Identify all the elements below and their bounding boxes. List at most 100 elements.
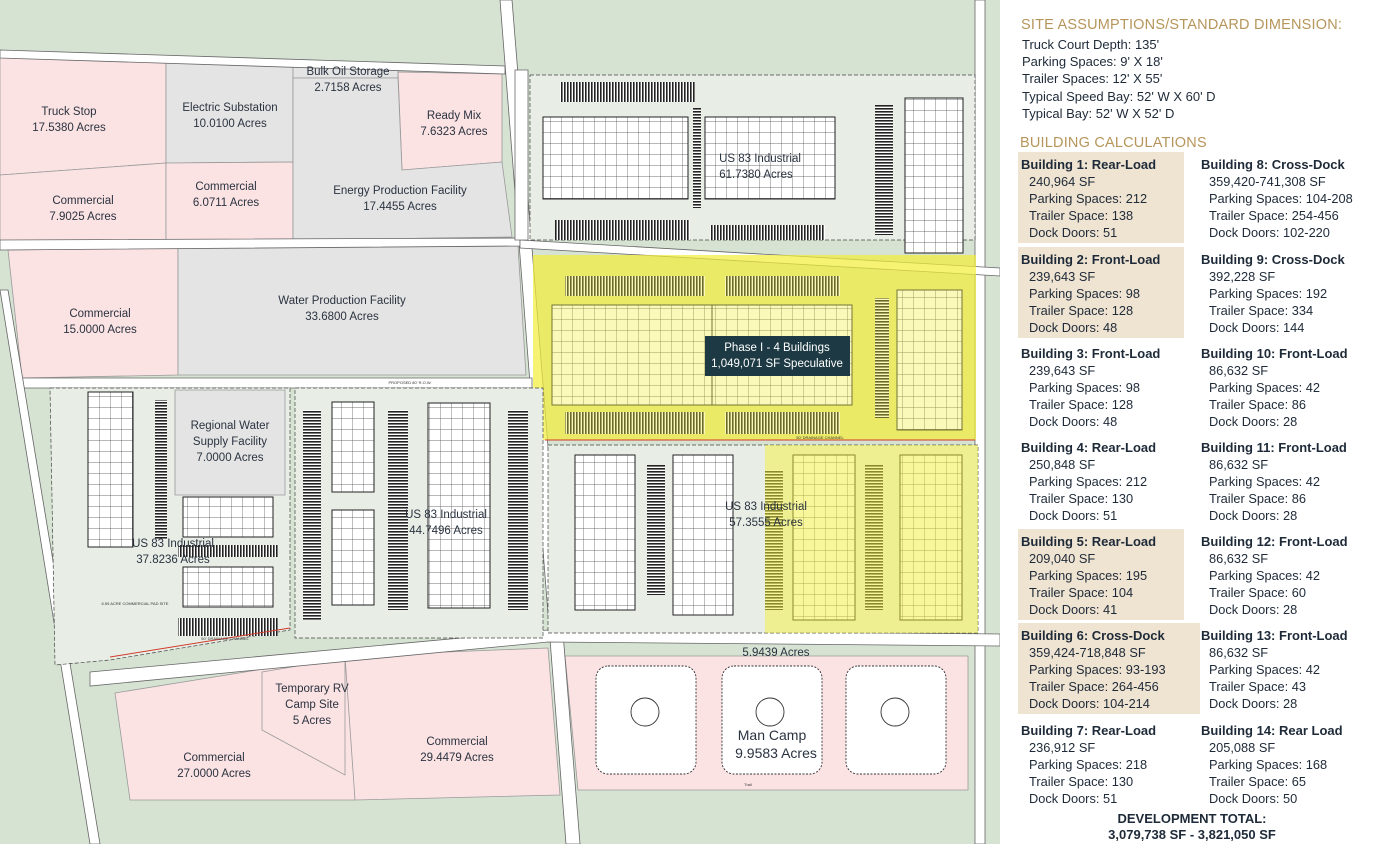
label-electric-substation-acres: 10.0100 Acres <box>193 118 267 130</box>
building-docks: Dock Doors: 51 <box>1029 791 1118 806</box>
label-man-camp: Man Camp <box>738 727 807 743</box>
note-pad-site: 6.59 ACRE COMMERCIAL PAD SITE <box>102 601 169 606</box>
bldg-north-c <box>904 97 964 254</box>
note-row: PROPOSED 80' R.O.W. <box>389 380 432 385</box>
west-centre-industrial-block <box>294 387 544 639</box>
label-commercial-b: Commercial <box>195 181 256 193</box>
note-drainage-west: 50' DRAINAGE CHANNEL <box>201 636 249 641</box>
label-us83-centre: US 83 Industrial <box>405 509 487 521</box>
label-us83-west-acres: 37.8236 Acres <box>136 554 210 566</box>
phase-one-callout[interactable]: Phase I - 4 Buildings 1,049,071 SF Specu… <box>705 336 850 376</box>
label-ready-mix: Ready Mix <box>427 110 482 122</box>
building-trailer: Trailer Space: 43 <box>1209 679 1306 694</box>
assumption-item: Truck Court Depth: 135' <box>1022 37 1160 52</box>
building-sf: 359,420-741,308 SF <box>1209 174 1326 189</box>
parcel-commercial-29 <box>344 647 561 801</box>
building-title: Building 12: Front-Load <box>1201 534 1348 549</box>
label-water-production-acres: 33.6800 Acres <box>305 311 379 323</box>
building-docks: Dock Doors: 28 <box>1209 696 1298 711</box>
label-commercial-d-acres: 27.0000 Acres <box>177 768 251 780</box>
bldg-north-a <box>542 116 689 200</box>
building-sf: 240,964 SF <box>1029 174 1096 189</box>
north-industrial-block <box>529 74 976 254</box>
bldg-mid-b <box>672 454 734 616</box>
assumption-item: Typical Speed Bay: 52' W X 60' D <box>1022 89 1216 104</box>
assumption-item: Parking Spaces: 9' X 18' <box>1022 54 1163 69</box>
building-title: Building 1: Rear-Load <box>1021 157 1157 172</box>
label-electric-substation: Electric Substation <box>182 102 277 114</box>
label-commercial-c: Commercial <box>69 308 130 320</box>
bldg-mid-a <box>574 454 636 611</box>
label-rv-camp-acres: 5 Acres <box>293 715 332 727</box>
note-trail: Trail <box>744 782 752 787</box>
building-docks: Dock Doors: 50 <box>1209 791 1298 806</box>
building-sf: 86,632 SF <box>1209 645 1269 660</box>
building-title: Building 3: Front-Load <box>1021 346 1161 361</box>
bldg-fw-c <box>182 566 274 608</box>
label-ready-mix-acres: 7.6323 Acres <box>420 126 487 138</box>
bldg-fw-b <box>182 496 274 538</box>
building-sf: 209,040 SF <box>1029 551 1096 566</box>
building-parking: Parking Spaces: 218 <box>1029 757 1148 772</box>
building-title: Building 4: Rear-Load <box>1021 440 1157 455</box>
building-title: Building 13: Front-Load <box>1201 628 1348 643</box>
building-trailer: Trailer Space: 86 <box>1209 397 1306 412</box>
building-docks: Dock Doors: 28 <box>1209 414 1298 429</box>
label-bulk-oil: Bulk Oil Storage <box>306 66 389 78</box>
label-us83-north: US 83 Industrial <box>719 153 801 165</box>
building-title: Building 14: Rear Load <box>1201 723 1343 738</box>
building-parking: Parking Spaces: 104-208 <box>1209 191 1353 206</box>
label-commercial-e-acres: 29.4479 Acres <box>420 752 494 764</box>
label-us83-middle-acres: 57.3555 Acres <box>729 517 803 529</box>
bldg-phase-c <box>896 289 963 431</box>
middle-industrial-block <box>547 444 979 634</box>
phase-one-block <box>533 255 976 441</box>
building-trailer: Trailer Space: 104 <box>1029 585 1134 600</box>
building-title: Building 11: Front-Load <box>1201 440 1347 455</box>
building-trailer: Trailer Space: 60 <box>1209 585 1306 600</box>
building-trailer: Trailer Space: 128 <box>1029 303 1134 318</box>
far-west-industrial-block <box>49 387 291 666</box>
building-docks: Dock Doors: 41 <box>1029 602 1118 617</box>
building-title: Building 2: Front-Load <box>1021 252 1161 267</box>
label-energy: Energy Production Facility <box>333 185 467 197</box>
building-docks: Dock Doors: 102-220 <box>1209 225 1330 240</box>
building-parking: Parking Spaces: 212 <box>1029 191 1148 206</box>
label-regional-water-1: Regional Water <box>191 420 270 432</box>
bldg-fw-a <box>87 391 134 548</box>
building-sf: 392,228 SF <box>1209 269 1276 284</box>
label-regional-water-2: Supply Facility <box>193 436 267 448</box>
site-plan-map: PROPOSED 80' R.O.W. 50' DRAINAGE CHANNEL… <box>0 0 1000 844</box>
development-total-label: DEVELOPMENT TOTAL: <box>1117 811 1267 826</box>
label-regional-water-acres: 7.0000 Acres <box>196 452 263 464</box>
building-parking: Parking Spaces: 98 <box>1029 380 1140 395</box>
road-north-frontage <box>0 49 506 75</box>
label-commercial-c-acres: 15.0000 Acres <box>63 324 137 336</box>
assumption-item: Trailer Spaces: 12' X 55' <box>1022 71 1163 86</box>
building-docks: Dock Doors: 48 <box>1029 414 1118 429</box>
building-trailer: Trailer Space: 130 <box>1029 774 1134 789</box>
site-assumptions-heading: SITE ASSUMPTIONS/STANDARD DIMENSION: <box>1021 17 1343 33</box>
label-us83-north-acres: 61.7380 Acres <box>719 169 793 181</box>
building-parking: Parking Spaces: 212 <box>1029 474 1148 489</box>
phase-label-line2: 1,049,071 SF Speculative <box>711 358 843 370</box>
bldg-phase-a <box>551 304 713 406</box>
bldg-wc-c <box>331 509 375 606</box>
note-drainage-east: 50' DRAINAGE CHANNEL <box>796 435 844 440</box>
building-title: Building 5: Rear-Load <box>1021 534 1157 549</box>
building-docks: Dock Doors: 104-214 <box>1029 696 1150 711</box>
parcel-labels: Truck Stop 17.5380 Acres Electric Substa… <box>32 66 817 780</box>
label-commercial-d: Commercial <box>183 752 244 764</box>
building-sf: 86,632 SF <box>1209 363 1269 378</box>
road-mid-n <box>514 69 529 241</box>
building-docks: Dock Doors: 51 <box>1029 225 1118 240</box>
label-us83-centre-acres: 44.7496 Acres <box>409 525 483 537</box>
